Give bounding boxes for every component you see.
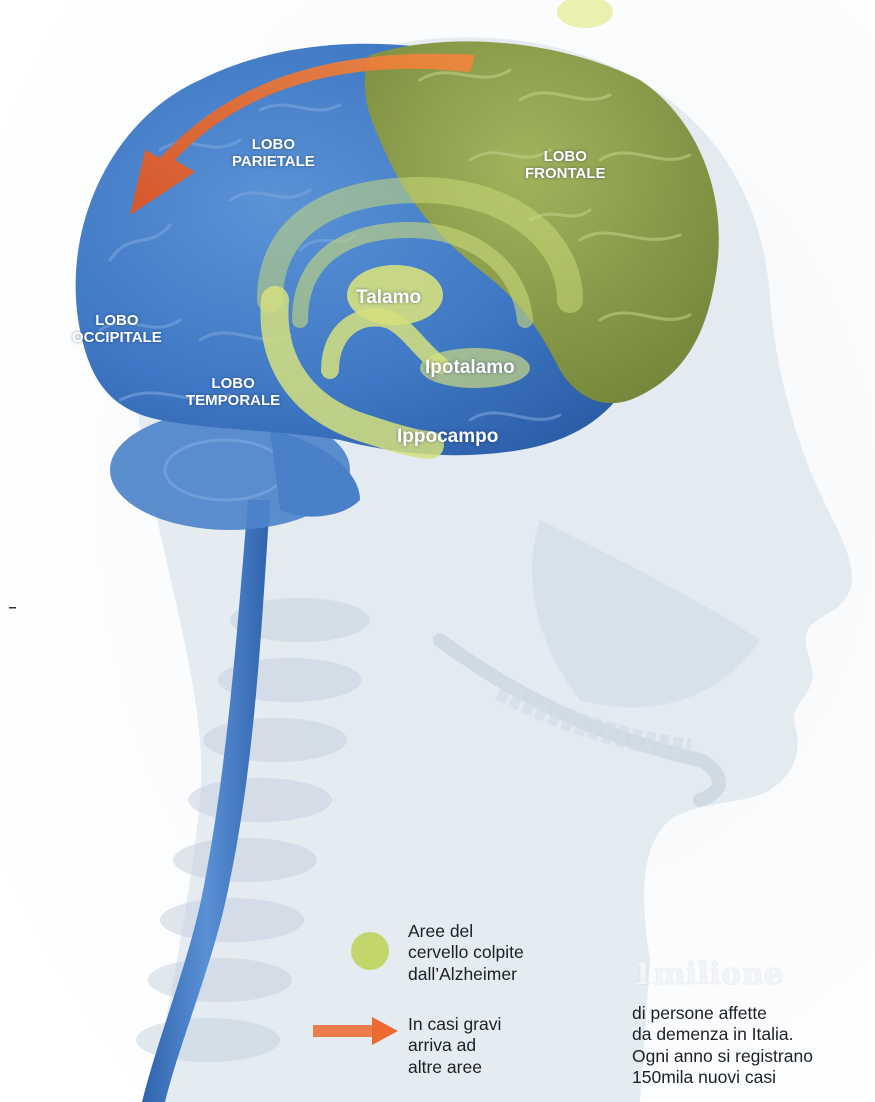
label-ippocampo: Ippocampo [397,426,498,448]
label-lobo-temporale: LOBO TEMPORALE [186,375,280,410]
label-lobo-occipitale: LOBO OCCIPITALE [72,312,162,347]
stat-figure: 1milione [632,957,784,992]
label-lobo-frontale: LOBO FRONTALE [525,148,606,183]
label-ipotalamo: Ipotalamo [425,357,515,379]
legend-affected-swatch [351,932,389,970]
label-talamo: Talamo [356,287,421,309]
legend-spread-text: In casi gravi arriva ad altre aree [408,1014,501,1078]
label-lobo-parietale: LOBO PARIETALE [232,136,315,171]
legend-affected-text: Aree del cervello colpite dall’Alzheimer [408,921,524,985]
stat-description: di persone affette da demenza in Italia.… [632,1003,813,1088]
margin-mark [9,607,16,609]
